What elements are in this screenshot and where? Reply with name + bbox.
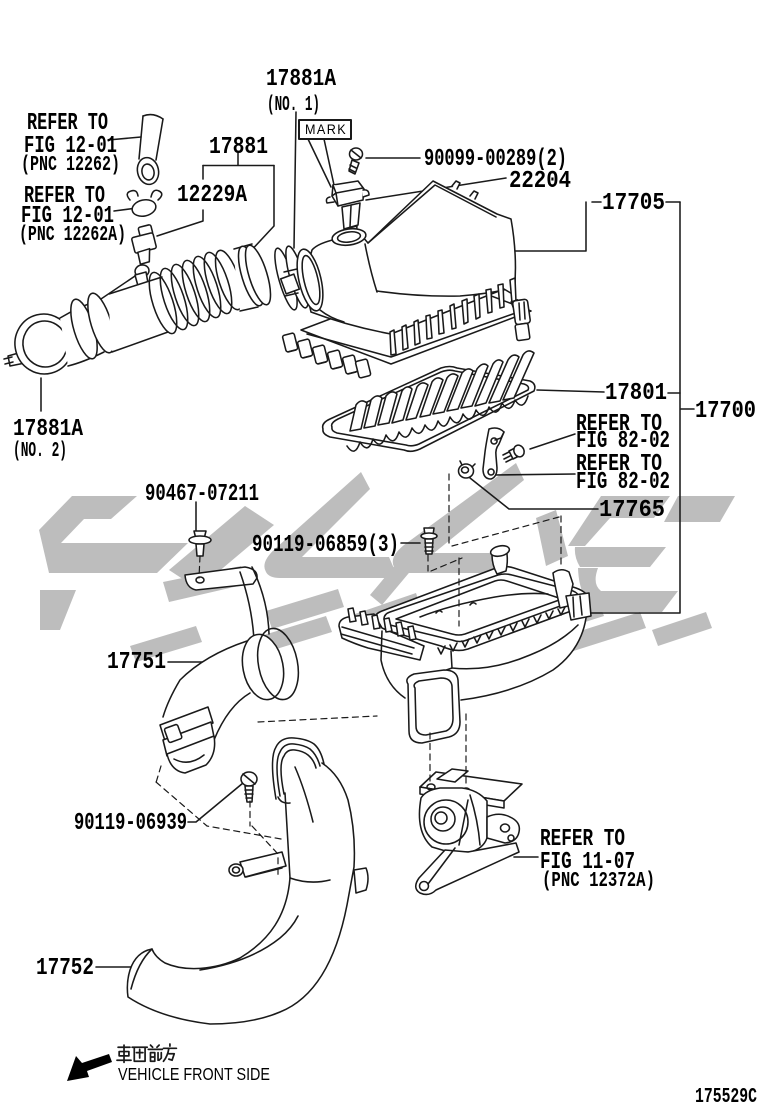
svg-text:17765: 17765 [599, 497, 665, 524]
svg-text:12229A: 12229A [177, 182, 247, 209]
svg-text:(NO. 1): (NO. 1) [267, 94, 320, 117]
svg-text:REFER TO: REFER TO [576, 451, 662, 478]
svg-text:(NO. 2): (NO. 2) [13, 440, 67, 463]
svg-text:FIG 82-02: FIG 82-02 [576, 469, 670, 496]
svg-text:17881A: 17881A [13, 416, 83, 443]
svg-text:VEHICLE FRONT SIDE: VEHICLE FRONT SIDE [118, 1064, 270, 1084]
svg-text:17705: 17705 [602, 190, 665, 217]
svg-text:17881: 17881 [209, 134, 268, 161]
svg-text:90119-06859(3): 90119-06859(3) [252, 532, 399, 559]
svg-text:FIG 11-07: FIG 11-07 [540, 849, 635, 876]
svg-text:17801: 17801 [605, 380, 667, 407]
svg-text:REFER TO: REFER TO [540, 826, 625, 853]
svg-text:17751: 17751 [107, 649, 166, 676]
svg-text:FIG 12-01: FIG 12-01 [24, 133, 117, 160]
svg-text:REFER TO: REFER TO [576, 411, 662, 438]
svg-text:(PNC 12262A): (PNC 12262A) [19, 224, 126, 247]
svg-text:FIG 12-01: FIG 12-01 [21, 203, 114, 230]
svg-text:175529C: 175529C [695, 1086, 757, 1109]
svg-text:17752: 17752 [36, 955, 94, 982]
svg-text:90099-00289(2): 90099-00289(2) [424, 146, 567, 173]
svg-text:(PNC 12372A): (PNC 12372A) [542, 870, 655, 893]
svg-text:MARK: MARK [305, 122, 347, 137]
svg-text:90467-07211: 90467-07211 [145, 481, 259, 508]
svg-text:REFER TO: REFER TO [27, 110, 108, 137]
svg-text:FIG 82-02: FIG 82-02 [576, 428, 670, 455]
svg-text:17700: 17700 [695, 398, 756, 425]
svg-text:90119-06939: 90119-06939 [74, 810, 187, 837]
svg-text:REFER TO: REFER TO [24, 183, 105, 210]
svg-text:(PNC 12262): (PNC 12262) [21, 154, 120, 177]
svg-text:22204: 22204 [509, 168, 571, 195]
svg-text:17881A: 17881A [266, 66, 336, 93]
